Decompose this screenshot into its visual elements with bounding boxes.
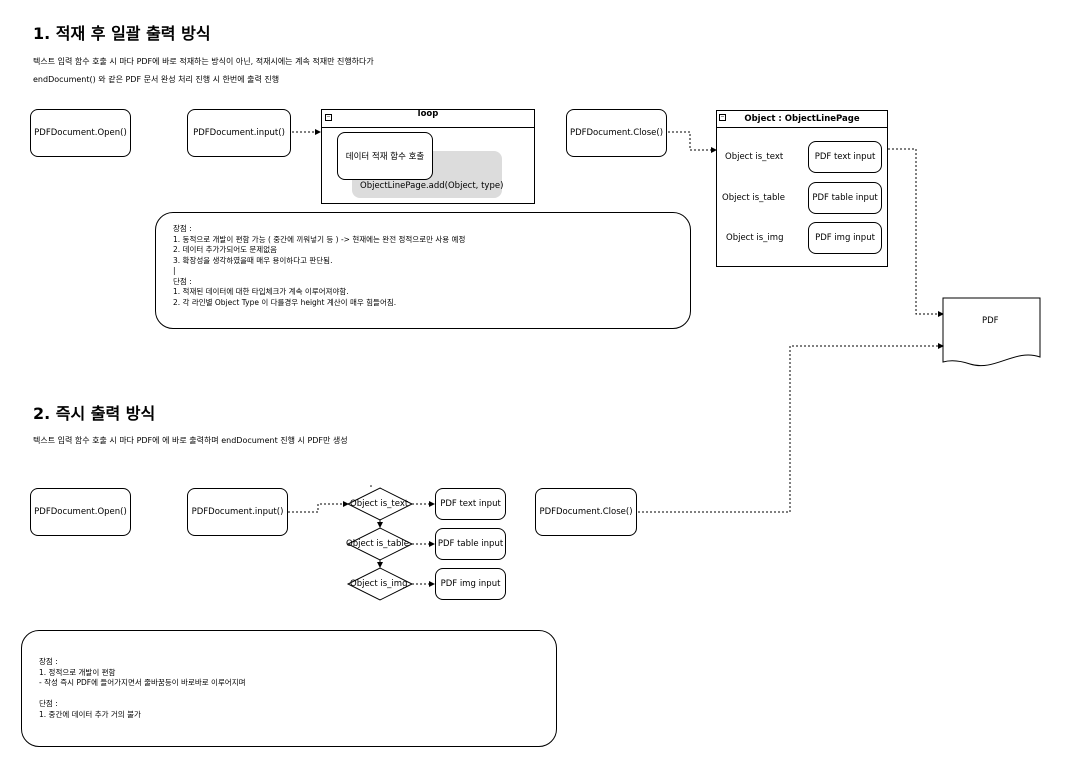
- is-table2-label: Object is_table: [346, 539, 409, 549]
- edge-close2-to-pdf: [638, 343, 944, 513]
- section1-desc-line1: 텍스트 입력 함수 호출 시 마다 PDF에 바로 적재하는 방식이 아닌, 적…: [33, 57, 374, 66]
- pdf-document-label: PDF: [982, 316, 999, 326]
- is-img-label: Object is_img: [726, 233, 784, 243]
- close-node[interactable]: PDFDocument.Close(): [566, 109, 667, 157]
- open-node[interactable]: PDFDocument.Open(): [30, 109, 131, 157]
- is-img2-label: Object is_img: [350, 579, 408, 589]
- section2-desc-line1: 텍스트 입력 함수 호출 시 마다 PDF에 에 바로 출력하며 endDocu…: [33, 436, 348, 445]
- table-input2-node[interactable]: PDF table input: [435, 528, 506, 560]
- section1-desc-line2: endDocument() 와 같은 PDF 문서 완성 처리 진행 시 한번에…: [33, 75, 280, 84]
- section1-note: 장점 : 1. 동적으로 개발이 편함 가능 ( 중간에 끼워넣기 등 ) ->…: [155, 212, 691, 329]
- loop-title: loop: [322, 110, 534, 128]
- table-input-node[interactable]: PDF table input: [808, 182, 882, 214]
- is-text2-label: Object is_text: [350, 499, 409, 509]
- decision2-is-img: [346, 567, 414, 601]
- img-input2-node[interactable]: PDF img input: [435, 568, 506, 600]
- edge-close-to-object: [668, 131, 717, 153]
- edge-input2-to-is-text: [288, 501, 349, 513]
- object-frame-title: Object : ObjectLinePage: [717, 111, 887, 128]
- section2-note: 장점 : 1. 정적으로 개발이 편함 - 작성 즉시 PDF에 들어가지면서 …: [21, 630, 557, 747]
- text-input-node[interactable]: PDF text input: [808, 141, 882, 173]
- img-input-node[interactable]: PDF img input: [808, 222, 882, 254]
- edge-object-to-pdf: [888, 148, 944, 317]
- loop-collapse-icon[interactable]: −: [325, 114, 332, 121]
- is-text-label: Object is_text: [725, 152, 784, 162]
- loop-frame[interactable]: loop − ObjectLinePage.add(Object, type) …: [321, 109, 535, 204]
- section1-title: 1. 적재 후 일괄 출력 방식: [33, 24, 211, 43]
- text-input2-node[interactable]: PDF text input: [435, 488, 506, 520]
- loop-add-label: ObjectLinePage.add(Object, type): [360, 181, 504, 191]
- loop-inner-node[interactable]: 데이터 적재 함수 호출: [337, 132, 433, 180]
- pdf-document-shape: [942, 297, 1041, 367]
- close2-node[interactable]: PDFDocument.Close(): [535, 488, 637, 536]
- stray-dot: [370, 485, 372, 487]
- section2-title: 2. 즉시 출력 방식: [33, 404, 156, 423]
- input-node[interactable]: PDFDocument.input(): [187, 109, 291, 157]
- open2-node[interactable]: PDFDocument.Open(): [30, 488, 131, 536]
- object-collapse-icon[interactable]: −: [719, 114, 726, 121]
- is-table-label: Object is_table: [722, 193, 785, 203]
- input2-node[interactable]: PDFDocument.input(): [187, 488, 288, 536]
